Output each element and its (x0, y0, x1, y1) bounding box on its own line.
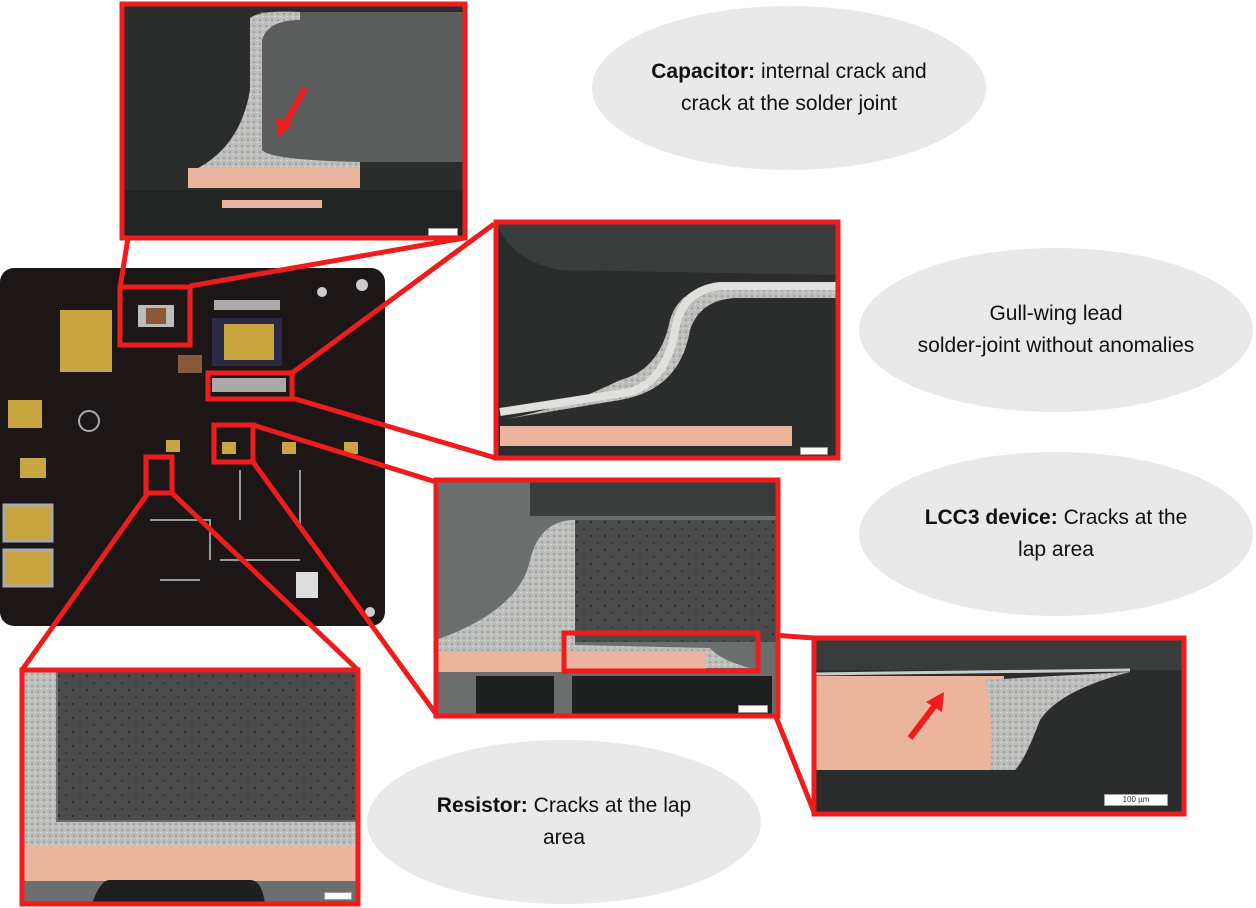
gullwing-label-line1: Gull-wing lead (989, 302, 1123, 325)
scale-bar-capacitor (428, 228, 458, 236)
pcb-board-photo (0, 268, 385, 626)
gullwing-label: Gull-wing lead solder-joint without anoma… (859, 248, 1253, 412)
scale-bar-lcc3 (738, 705, 768, 713)
pcb-highlight-boxes (117, 284, 295, 496)
scale-bar-crack: 100 µm (1104, 794, 1168, 806)
resistor-label-title: Resistor: (436, 794, 528, 817)
lcc3-label: LCC3 device: Cracks at the lap area (859, 452, 1253, 616)
capacitor-label-title: Capacitor: (651, 60, 756, 83)
resistor-micrograph (19, 667, 361, 907)
resistor-label-text: Cracks at the lap area (527, 794, 692, 849)
gullwing-micrograph (493, 219, 841, 461)
lcc3-micrograph (433, 477, 781, 719)
capacitor-micrograph (119, 1, 468, 241)
lcc3-label-title: LCC3 device: (924, 506, 1058, 529)
capacitor-label-text: internal crack and crack at the solder j… (681, 60, 927, 115)
lcc3-label-text: Cracks at the lap area (1018, 506, 1188, 561)
gullwing-label-line2: solder-joint without anomalies (917, 334, 1195, 357)
scale-bar-resistor (324, 892, 352, 900)
capacitor-label: Capacitor: internal crack and crack at t… (592, 6, 986, 170)
resistor-label: Resistor: Cracks at the lap area (367, 740, 761, 904)
crack-zoom-micrograph (811, 635, 1187, 817)
scale-bar-gullwing (800, 447, 828, 455)
